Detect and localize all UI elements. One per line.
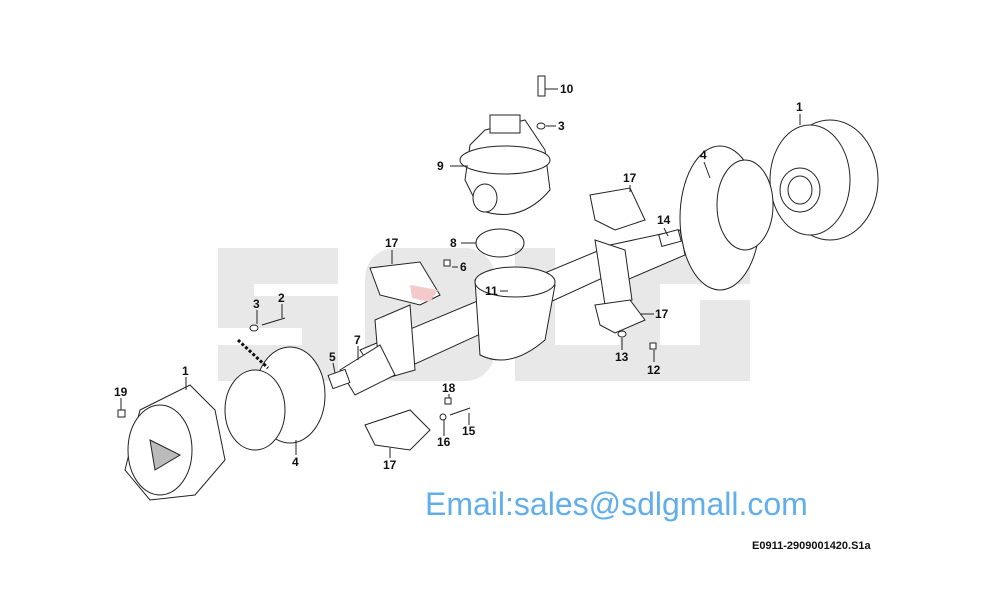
callout: 5	[329, 350, 336, 364]
callout: 1	[182, 364, 189, 378]
callout-labels: 10 3 1 9 4 17 14 8 17 6 11 3 2 17 7 5 13…	[114, 82, 803, 472]
callout: 17	[623, 171, 637, 185]
callout: 3	[253, 297, 260, 311]
hardware	[117, 75, 657, 421]
brake-disc-right	[679, 145, 774, 291]
axle-housing	[327, 229, 686, 396]
callout: 4	[700, 148, 707, 162]
callout: 2	[278, 291, 285, 305]
callout: 1	[796, 100, 803, 114]
callout: 12	[647, 363, 661, 377]
o-ring	[475, 228, 525, 258]
callout: 10	[560, 82, 574, 96]
differential	[459, 114, 551, 215]
callout: 17	[655, 307, 669, 321]
callout: 6	[460, 260, 467, 274]
hub-left	[124, 384, 226, 501]
leader-lines	[120, 88, 801, 458]
brake-disc-left	[224, 346, 326, 451]
hub-right	[769, 119, 879, 241]
callout: 8	[450, 236, 457, 250]
callout: 15	[462, 424, 476, 438]
callout: 14	[657, 213, 671, 227]
callout: 17	[383, 458, 397, 472]
callout: 11	[485, 284, 498, 298]
callout: 16	[437, 435, 451, 449]
callout: 19	[114, 385, 128, 399]
callout: 9	[437, 159, 444, 173]
callout: 7	[354, 333, 361, 347]
callout: 17	[385, 236, 399, 250]
callout: 3	[558, 119, 565, 133]
callout: 4	[292, 455, 299, 469]
callout: 18	[442, 381, 456, 395]
email-watermark: Email:sales@sdlgmall.com	[425, 486, 808, 522]
callout: 13	[615, 350, 629, 364]
brake-calipers	[364, 187, 646, 451]
drawing-code: E0911-2909001420.S1a	[752, 540, 871, 552]
